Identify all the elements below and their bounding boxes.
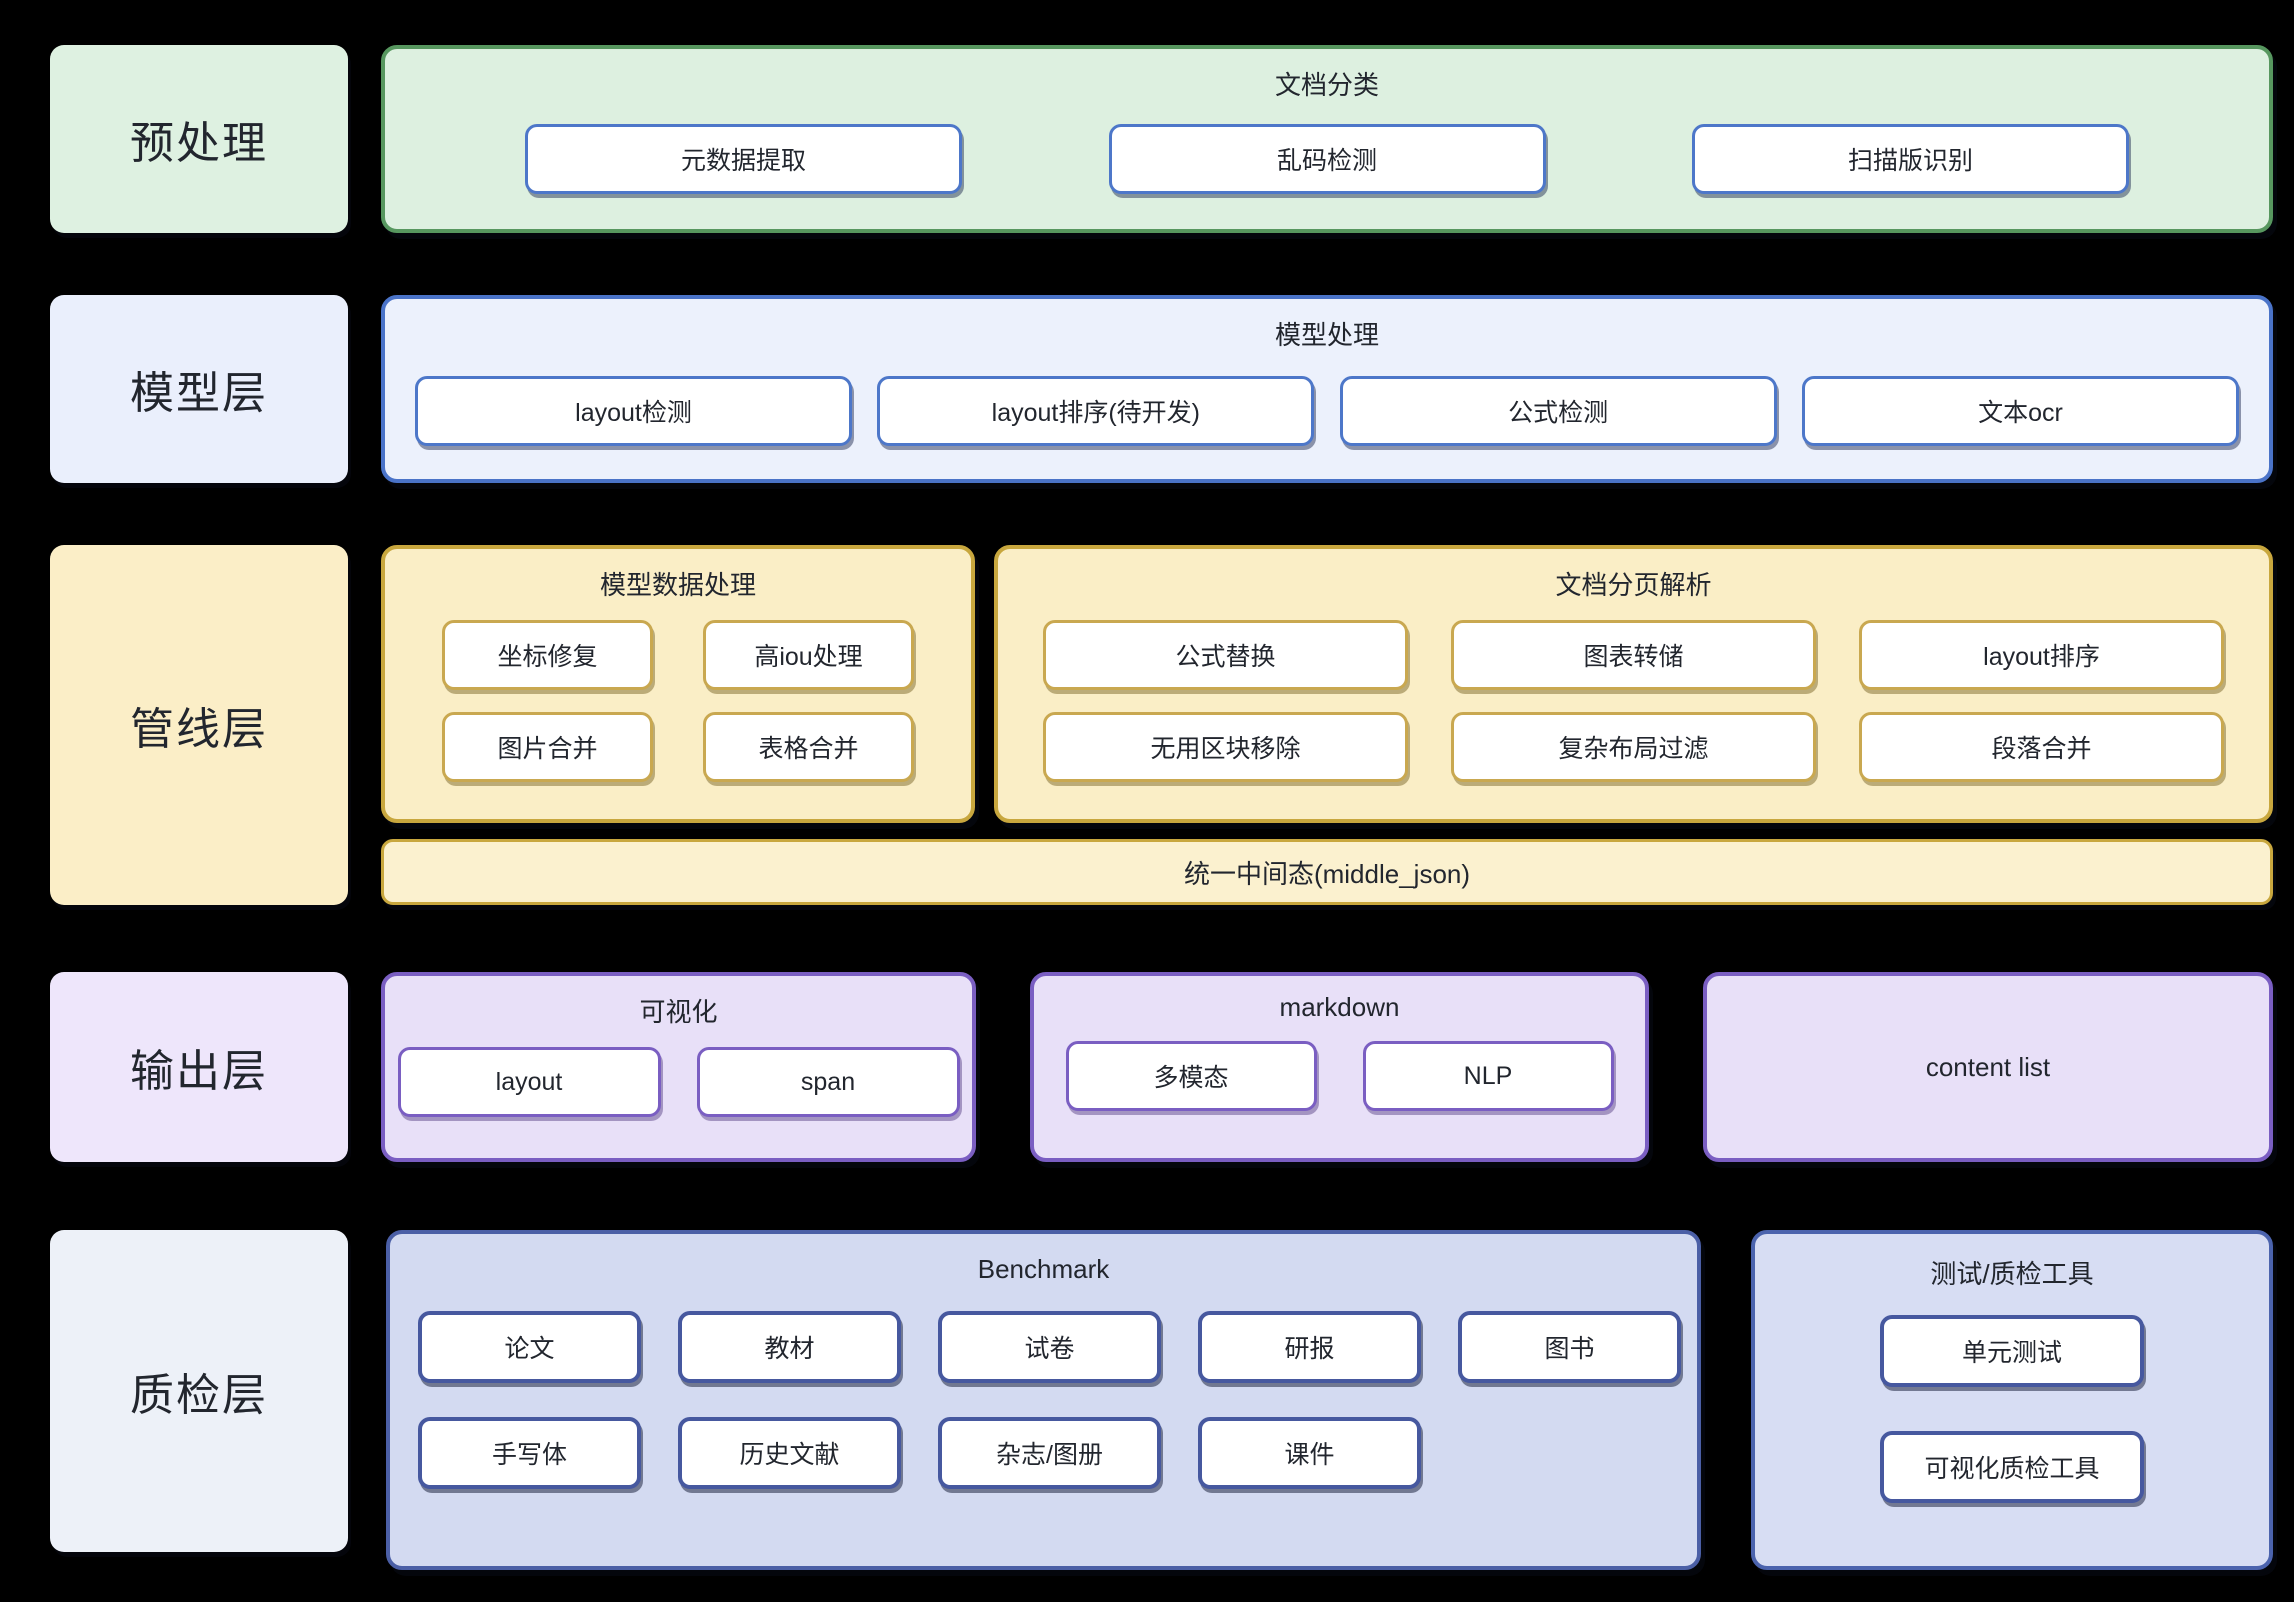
node-exam-papers: 试卷 — [938, 1311, 1161, 1383]
node-research-reports: 研报 — [1198, 1311, 1421, 1383]
markdown-nodes: 多模态 NLP — [1034, 1041, 1645, 1111]
group-title-markdown: markdown — [1279, 992, 1400, 1022]
node-table-merge: 表格合并 — [703, 712, 914, 782]
node-chart-dump: 图表转储 — [1451, 620, 1816, 690]
layer-label-preprocess: 预处理 — [50, 45, 348, 233]
group-test-qa-tools: 测试/质检工具 单元测试 可视化质检工具 — [1751, 1230, 2273, 1570]
group-title-doc-classification: 文档分类 — [1274, 70, 1379, 100]
node-layout-sorting-todo: layout排序(待开发) — [877, 376, 1315, 446]
node-layout-detection: layout检测 — [415, 376, 852, 446]
group-content-list: content list — [1703, 972, 2273, 1162]
node-historical-documents: 历史文献 — [678, 1417, 901, 1489]
node-multimodal: 多模态 — [1065, 1041, 1317, 1111]
node-visual-qa-tool: 可视化质检工具 — [1880, 1431, 2144, 1503]
group-title-visualization: 可视化 — [639, 997, 718, 1027]
model-data-processing-nodes: 坐标修复 高iou处理 图片合并 表格合并 — [385, 620, 971, 782]
visualization-nodes: layout span — [385, 1047, 972, 1117]
node-coordinate-fix: 坐标修复 — [442, 620, 653, 690]
group-model-data-processing: 模型数据处理 坐标修复 高iou处理 图片合并 表格合并 — [381, 545, 975, 823]
node-text-ocr: 文本ocr — [1801, 376, 2239, 446]
test-qa-tools-nodes: 单元测试 可视化质检工具 — [1755, 1315, 2269, 1503]
layer-label-pipeline: 管线层 — [50, 545, 348, 905]
group-doc-classification: 文档分类 元数据提取 乱码检测 扫描版识别 — [381, 45, 2273, 233]
layer-label-model: 模型层 — [50, 295, 348, 483]
benchmark-nodes-row2: 手写体 历史文献 杂志/图册 课件 — [390, 1417, 1697, 1489]
node-metadata-extraction: 元数据提取 — [525, 124, 962, 194]
node-courseware: 课件 — [1198, 1417, 1421, 1489]
doc-classification-nodes: 元数据提取 乱码检测 扫描版识别 — [385, 102, 2269, 194]
node-unit-test: 单元测试 — [1880, 1315, 2144, 1387]
node-nlp: NLP — [1362, 1041, 1614, 1111]
node-papers: 论文 — [418, 1311, 641, 1383]
node-useless-block-removal: 无用区块移除 — [1043, 712, 1408, 782]
group-benchmark: Benchmark 论文 教材 试卷 研报 图书 手写体 历史文献 杂志/图册 … — [386, 1230, 1701, 1570]
node-handwriting: 手写体 — [418, 1417, 641, 1489]
layer-label-output: 输出层 — [50, 972, 348, 1162]
model-processing-nodes: layout检测 layout排序(待开发) 公式检测 文本ocr — [385, 352, 2269, 446]
node-magazines-albums: 杂志/图册 — [938, 1417, 1161, 1489]
node-image-merge: 图片合并 — [442, 712, 653, 782]
group-visualization: 可视化 layout span — [381, 972, 976, 1162]
node-layout-output: layout — [397, 1047, 661, 1117]
group-doc-page-parsing: 文档分页解析 公式替换 图表转储 layout排序 无用区块移除 复杂布局过滤 … — [994, 545, 2273, 823]
node-books: 图书 — [1458, 1311, 1681, 1383]
doc-page-parsing-nodes: 公式替换 图表转储 layout排序 无用区块移除 复杂布局过滤 段落合并 — [998, 620, 2269, 782]
layer-label-qa: 质检层 — [50, 1230, 348, 1552]
node-high-iou-handling: 高iou处理 — [703, 620, 914, 690]
content-list-label: content list — [1925, 1051, 2051, 1082]
group-markdown: markdown 多模态 NLP — [1030, 972, 1649, 1162]
group-title-doc-page-parsing: 文档分页解析 — [1555, 570, 1712, 600]
node-garbled-text-detection: 乱码检测 — [1108, 124, 1546, 194]
group-title-model-processing: 模型处理 — [1274, 320, 1379, 350]
middle-json-bar: 统一中间态(middle_json) — [381, 839, 2273, 905]
group-title-model-data-processing: 模型数据处理 — [599, 570, 756, 600]
node-complex-layout-filter: 复杂布局过滤 — [1451, 712, 1816, 782]
group-title-benchmark: Benchmark — [977, 1254, 1110, 1284]
group-title-test-qa-tools: 测试/质检工具 — [1930, 1259, 2094, 1289]
group-model-processing: 模型处理 layout检测 layout排序(待开发) 公式检测 文本ocr — [381, 295, 2273, 483]
node-formula-detection: 公式检测 — [1339, 376, 1777, 446]
node-paragraph-merge: 段落合并 — [1859, 712, 2224, 782]
node-span-output: span — [696, 1047, 960, 1117]
node-textbooks: 教材 — [678, 1311, 901, 1383]
node-scan-version-recognition: 扫描版识别 — [1692, 124, 2129, 194]
benchmark-nodes-row1: 论文 教材 试卷 研报 图书 — [390, 1311, 1697, 1383]
node-layout-sorting: layout排序 — [1859, 620, 2224, 690]
node-formula-replacement: 公式替换 — [1043, 620, 1408, 690]
